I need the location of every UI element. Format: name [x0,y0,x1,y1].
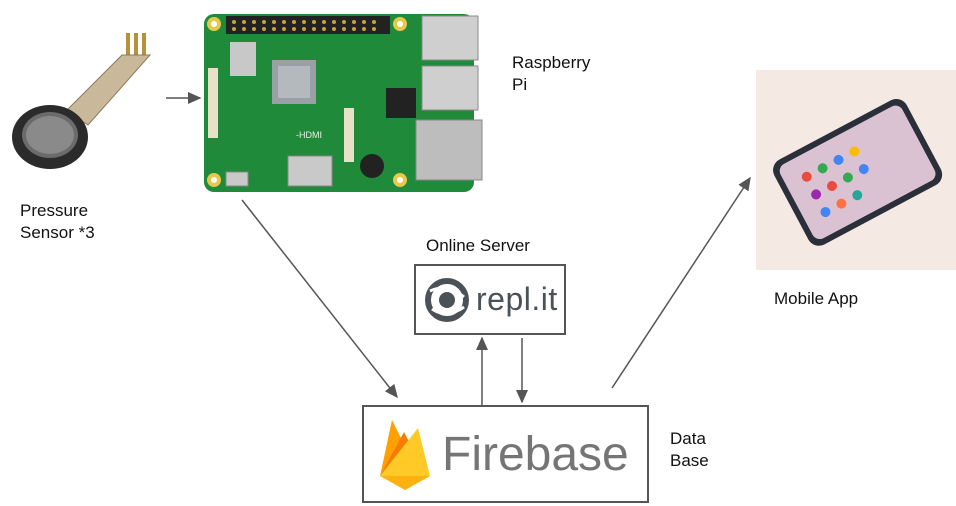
mobile-phone-image [756,70,956,270]
hdmi-board-text: -HDMI [296,130,322,140]
firebase-flame-icon [380,420,430,490]
database-label: Data Base [670,429,709,470]
raspberry-pi-image: -HDMI [200,8,496,198]
firebase-logo-text: Firebase [442,427,629,481]
arrow-pi-to-firebase [241,199,398,399]
replit-logo-icon [425,277,469,322]
replit-logo-text: repl.it [476,281,558,317]
arrow-firebase-to-mobile [611,176,751,389]
pressure-sensor-label: Pressure Sensor *3 [20,201,95,242]
raspberry-pi-label: Raspberry Pi [512,53,591,94]
pressure-sensor-image [8,25,168,170]
replit-box: repl.it [414,264,566,335]
online-server-caption: Online Server [426,236,530,255]
mobile-app-label: Mobile App [774,289,859,308]
firebase-box: Firebase [362,405,649,503]
